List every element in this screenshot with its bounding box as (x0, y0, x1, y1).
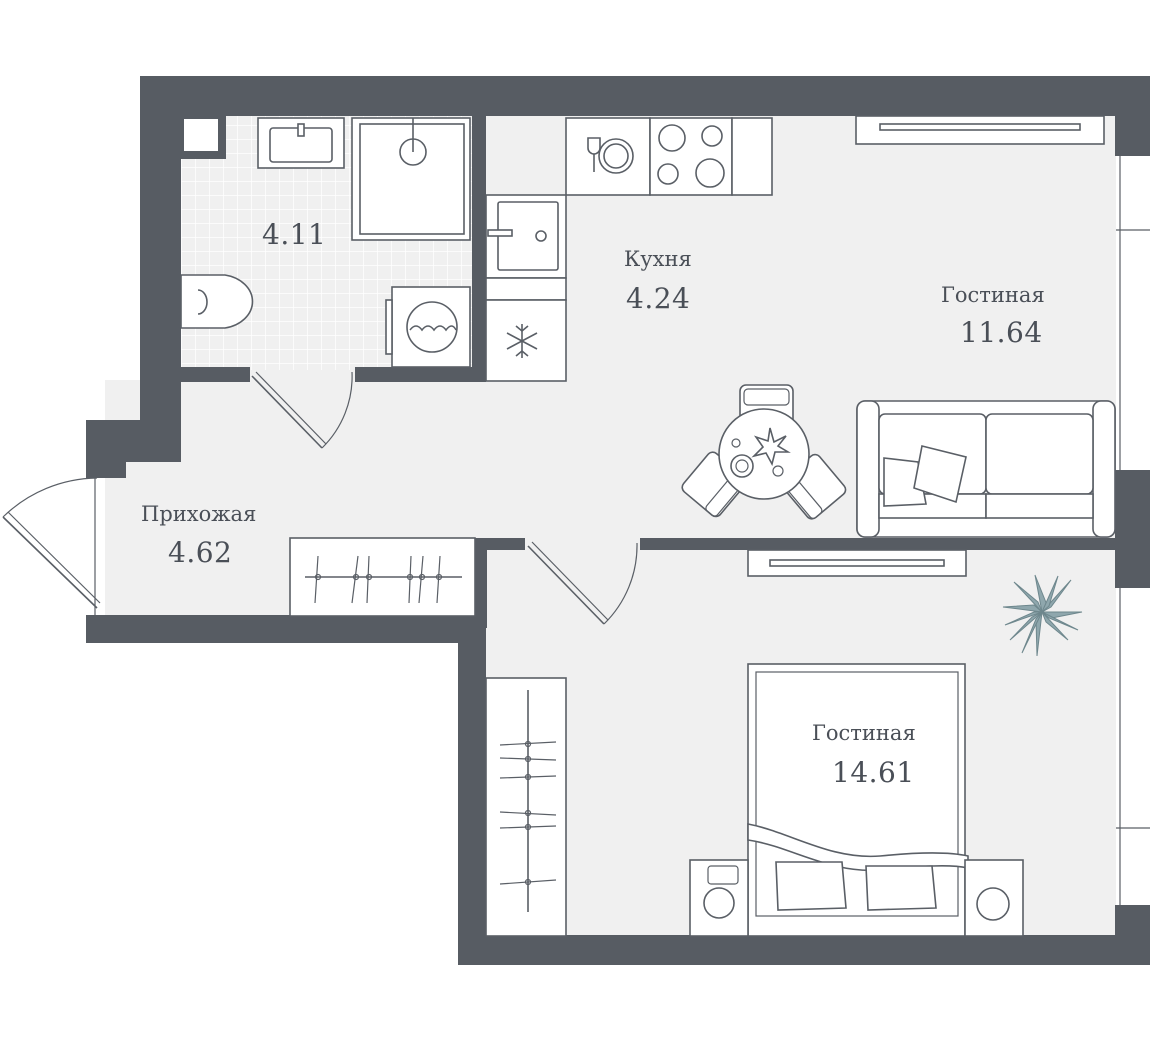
room-name-hallway: Прихожая (141, 502, 257, 526)
wall-bedroom-top-right (640, 538, 1120, 550)
wall-bath-right (472, 115, 486, 382)
counter (731, 117, 773, 196)
wall-bedroom-left (458, 615, 486, 965)
washing-machine-icon (385, 286, 471, 368)
nightstand-icon (964, 859, 1024, 937)
room-name-kitchen: Кухня (624, 247, 692, 271)
door-icon[interactable] (251, 371, 353, 449)
wall-hall-bottom (86, 615, 486, 643)
bed-icon (747, 663, 969, 937)
wall-bath-bottom-right (355, 367, 485, 382)
room-area-kitchen: 4.24 (626, 282, 691, 315)
wardrobe-icon (485, 677, 567, 937)
room-name-bedroom: Гостиная (812, 721, 916, 745)
wall-right-bottom (1115, 905, 1150, 965)
bath-shaft (176, 111, 226, 159)
room-area-bathroom: 4.11 (262, 218, 327, 251)
wall-bottom (458, 935, 1150, 965)
nightstand-icon (689, 859, 749, 937)
sink-icon (257, 117, 345, 169)
window-right-top (1116, 156, 1150, 470)
wardrobe-icon (289, 537, 476, 617)
windows (1116, 156, 1150, 905)
wall-right-top (1115, 76, 1150, 156)
wall-bath-bottom-left (180, 367, 250, 382)
window-right-bottom (1116, 588, 1150, 905)
stove-icon (649, 117, 733, 196)
kitchen-sink-icon (487, 201, 559, 271)
fridge-icon (485, 277, 567, 382)
room-area-living: 11.64 (960, 316, 1043, 349)
wall-bedroom-jamb (475, 538, 487, 628)
dishwasher-icon (565, 117, 651, 196)
room-name-living: Гостиная (941, 283, 1045, 307)
door-icon[interactable] (527, 541, 638, 625)
plant-icon (1002, 574, 1083, 657)
wall-left-jamb-2 (86, 420, 126, 478)
room-area-hallway: 4.62 (168, 536, 233, 569)
sofa-icon (856, 400, 1116, 538)
room-area-bedroom: 14.61 (832, 756, 915, 789)
dining-table-icon (681, 384, 847, 520)
tv-icon (747, 549, 967, 577)
wall-bedroom-top-left (475, 538, 525, 550)
wall-right-middle (1115, 470, 1150, 588)
walls (86, 76, 1150, 965)
tv-icon (855, 115, 1105, 145)
wall-left-upper (140, 76, 181, 462)
door-icon[interactable] (2, 477, 105, 615)
toilet-icon (180, 274, 254, 329)
wall-top (140, 76, 1150, 116)
shower-icon (351, 117, 471, 241)
